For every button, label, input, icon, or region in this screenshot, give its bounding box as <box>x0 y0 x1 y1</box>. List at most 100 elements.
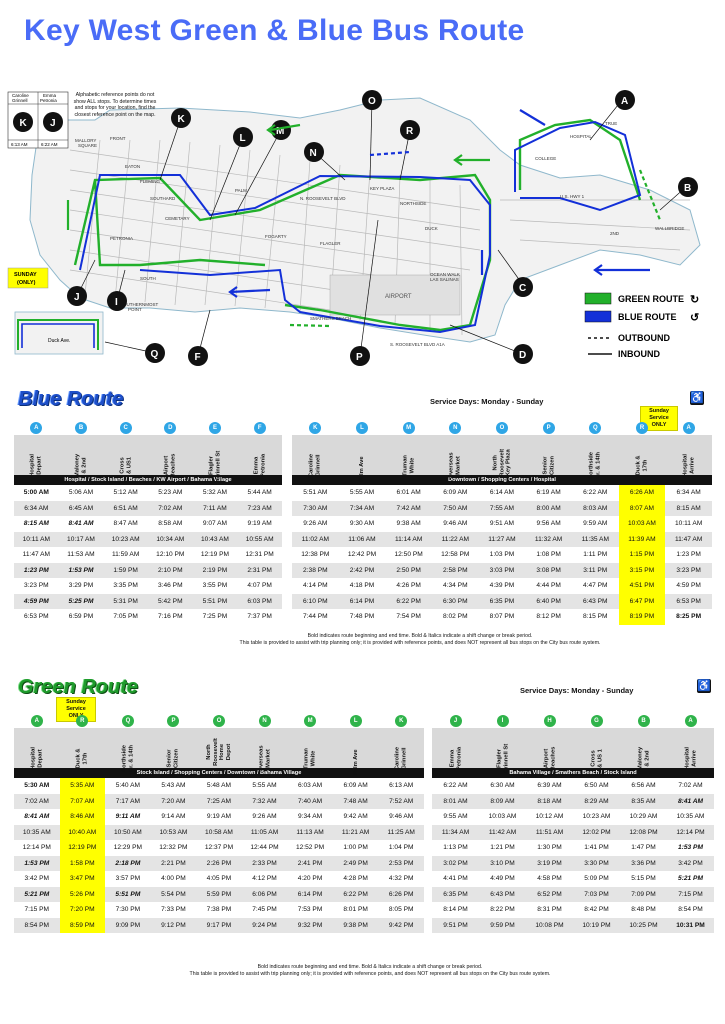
stop-name: Airport Beaches <box>543 746 556 771</box>
time-cell: 1:03 PM <box>489 551 515 559</box>
stop-letter-badge: K <box>395 715 408 727</box>
time-cell: 9:55 AM <box>443 813 468 821</box>
time-cell: 9:56 AM <box>536 520 561 528</box>
svg-text:FRONT: FRONT <box>110 136 126 141</box>
stop-letter-badge: O <box>213 715 226 727</box>
airport-label: AIRPORT <box>385 294 412 300</box>
time-cell: 2:53 PM <box>378 855 424 871</box>
stop-name: Cross & US1 <box>119 456 132 475</box>
time-cell: 10:08 PM <box>526 917 573 933</box>
time-cell: 9:17 PM <box>196 917 242 933</box>
time-cell: 6:13 AM <box>389 782 414 790</box>
time-cell: 7:33 PM <box>161 906 186 914</box>
time-cell: 1:23 PM <box>14 562 59 578</box>
time-cell: 9:26 AM <box>303 520 328 528</box>
stop-letter-badge: A <box>682 422 695 434</box>
time-cell: 4:26 PM <box>396 582 421 590</box>
time-cell: 7:30 AM <box>292 500 339 516</box>
stop-letter-badge: M <box>402 422 415 434</box>
time-cell: 7:02 AM <box>678 782 703 790</box>
stop-letter-badge: K <box>309 422 322 434</box>
time-cell: 9:42 AM <box>343 813 368 821</box>
time-cell: 7:20 AM <box>150 793 197 809</box>
time-cell: 8:15 PM <box>582 613 608 621</box>
time-cell: 6:47 PM <box>618 593 666 609</box>
time-cell: 12:32 PM <box>159 844 188 852</box>
time-cell: 3:03 PM <box>478 562 526 578</box>
time-cell: 4:34 PM <box>443 582 468 590</box>
svg-text:A: A <box>621 96 628 107</box>
blue-service-days: Service Days: Monday - Sunday <box>430 397 544 406</box>
stop-letter-badge: L <box>349 715 362 727</box>
stop-letter-badge: Q <box>589 422 602 434</box>
time-cell: 5:12 AM <box>113 489 138 497</box>
time-cell: 9:46 AM <box>389 813 414 821</box>
time-cell: 7:05 PM <box>113 613 138 621</box>
time-cell: 8:01 AM <box>432 793 479 809</box>
time-cell: 10:29 AM <box>629 813 658 821</box>
time-cell: 3:08 PM <box>525 562 572 578</box>
time-cell: 6:09 AM <box>443 489 468 497</box>
stop-letter-badge: J <box>449 715 462 727</box>
time-cell: 5:06 AM <box>68 489 94 497</box>
time-cell: 1:30 PM <box>537 844 562 852</box>
stop-name: Truman White <box>303 748 317 769</box>
time-cell: 10:11 AM <box>14 531 59 547</box>
time-cell: 7:38 PM <box>206 906 232 914</box>
time-cell: 7:45 PM <box>252 906 277 914</box>
stop-letter-badge: I <box>496 715 509 727</box>
time-cell: 7:23 AM <box>237 500 282 516</box>
time-cell: 10:19 PM <box>573 917 620 933</box>
time-cell: 11:13 AM <box>287 824 333 840</box>
time-cell: 4:14 PM <box>303 582 328 590</box>
time-cell: 3:10 PM <box>479 855 526 871</box>
svg-text:INBOUND: INBOUND <box>618 349 660 359</box>
svg-text:FLAGLER: FLAGLER <box>320 241 341 246</box>
time-cell: 7:42 AM <box>385 500 432 516</box>
stop-letter-badge: A <box>684 715 697 727</box>
time-cell: 12:31 PM <box>245 551 274 559</box>
stop-letter-badge: C <box>119 422 132 434</box>
time-cell: 8:12 PM <box>536 613 561 621</box>
time-cell: 11:47 AM <box>665 531 712 547</box>
time-cell: 7:20 PM <box>59 902 106 918</box>
svg-text:Grinnell: Grinnell <box>12 98 28 103</box>
time-cell: 10:03 AM <box>488 813 517 821</box>
time-cell: 3:02 PM <box>432 855 479 871</box>
time-cell: 4:00 PM <box>161 875 186 883</box>
time-cell: 4:18 PM <box>349 582 375 590</box>
green-schedule-note: Bold indicates route beginning and end t… <box>189 964 551 977</box>
time-cell: 6:26 AM <box>618 485 666 501</box>
svg-text:COLLEGE: COLLEGE <box>535 156 556 161</box>
time-cell: 6:34 AM <box>676 489 701 497</box>
stop-name: Palm Ave <box>358 455 365 482</box>
time-cell: 9:34 AM <box>297 813 323 821</box>
time-cell: 8:18 AM <box>526 793 573 809</box>
time-cell: 11:39 AM <box>618 531 666 547</box>
time-cell: 7:34 AM <box>338 500 386 516</box>
time-cell: 4:32 PM <box>388 875 414 883</box>
time-cell: 12:29 PM <box>113 844 142 852</box>
time-cell: 6:30 AM <box>490 782 515 790</box>
time-cell: 9:32 PM <box>287 917 333 933</box>
svg-text:LAS SALINAS: LAS SALINAS <box>430 277 459 282</box>
svg-text:D: D <box>519 350 526 361</box>
stop-name: Overseas Market <box>448 452 462 479</box>
time-cell: 1:21 PM <box>490 844 515 852</box>
